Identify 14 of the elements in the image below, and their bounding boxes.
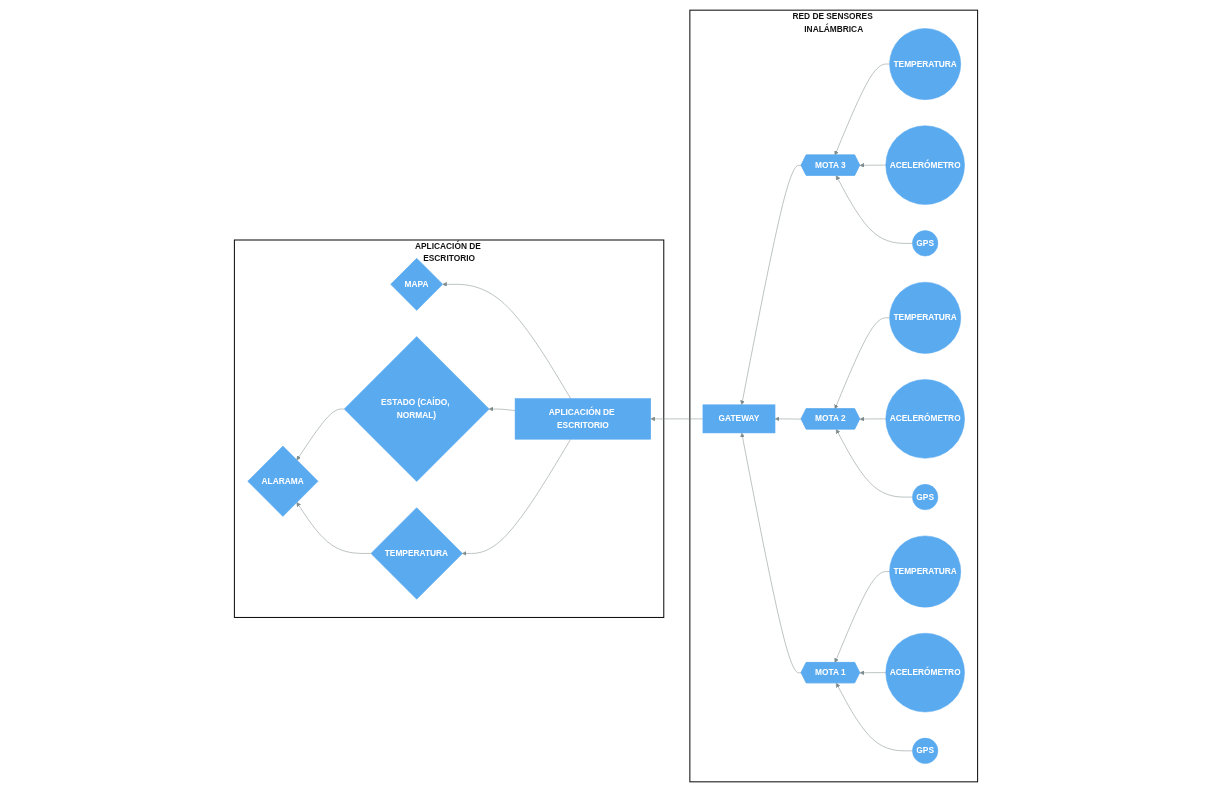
node-diamond: TEMPERATURA <box>370 507 463 600</box>
node-circle: ACELERÓMETRO <box>885 379 965 459</box>
node-circle: GPS <box>912 737 939 764</box>
node-circle: TEMPERATURA <box>889 281 962 354</box>
node-circle: GPS <box>912 484 939 511</box>
node-circle: TEMPERATURA <box>889 535 962 608</box>
node-diamond: ESTADO (CAÍDO, NORMAL) <box>343 336 490 482</box>
node-diamond: ALARAMA <box>247 445 319 517</box>
node-box: GATEWAY <box>702 404 776 434</box>
node-circle: TEMPERATURA <box>889 28 962 100</box>
node-circle: ACELERÓMETRO <box>885 632 965 713</box>
node-circle: GPS <box>912 230 939 257</box>
node-circle: ACELERÓMETRO <box>885 125 965 205</box>
node-box: APLICACIÓN DE ESCRITORIO <box>514 398 651 440</box>
